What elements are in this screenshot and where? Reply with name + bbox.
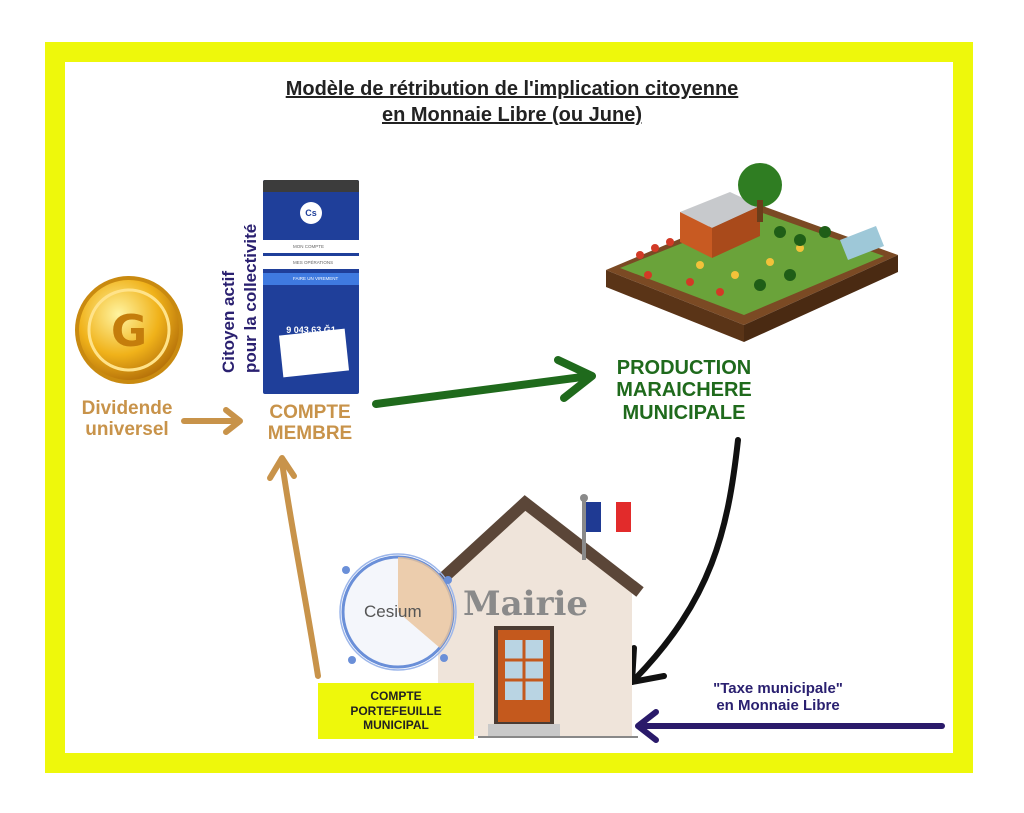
tax-line-1: "Taxe municipale" — [713, 680, 843, 697]
vegetable-garden-icon — [606, 163, 898, 342]
wallet-line-3: MUNICIPAL — [363, 718, 429, 733]
arrow-wallet-to-member — [267, 455, 321, 679]
cesium-logo-icon — [339, 553, 457, 671]
member-account-label: COMPTE MEMBRE — [246, 402, 374, 445]
phone-row-operations: MES OPÉRATIONS — [263, 256, 359, 269]
townhall-house-icon — [423, 495, 644, 738]
citizen-label-line-1: Citoyen actif — [219, 271, 238, 373]
tax-line-2: en Monnaie Libre — [716, 696, 840, 714]
phone-wallet-screenshot: Cs MON COMPTE MES OPÉRATIONS FAIRE UN VI… — [263, 180, 359, 394]
dividend-line-2: universel — [85, 419, 169, 441]
cesium-app-logo: Cs — [300, 202, 322, 224]
citizen-vertical-label: Citoyen actif pour la collectivité — [219, 224, 260, 373]
arrow-member-to-production — [372, 356, 596, 408]
arrow-production-to-mairie — [629, 437, 741, 685]
member-account-line-2: MEMBRE — [267, 423, 353, 445]
wallet-line-1: COMPTE — [370, 689, 422, 704]
french-flag-icon — [580, 494, 631, 560]
production-line-1: PRODUCTION — [616, 357, 752, 379]
phone-card — [278, 328, 350, 378]
member-account-line-1: COMPTE — [269, 402, 351, 423]
phone-balance: 9 043,63 Ğ1 — [286, 325, 336, 335]
production-label: PRODUCTION MARAICHERE MUNICIPALE — [596, 357, 772, 424]
phone-row-account: MON COMPTE — [263, 240, 359, 253]
phone-transfer-button: FAIRE UN VIREMENT — [263, 273, 359, 285]
title-line-2: en Monnaie Libre (ou June) — [381, 104, 642, 126]
arrow-dividend-to-member — [181, 407, 243, 435]
wallet-line-2: PORTEFEUILLE — [350, 703, 442, 718]
cesium-label: Cesium — [364, 602, 422, 621]
arrow-tax-to-mairie — [635, 709, 945, 743]
mairie-label: Mairie — [463, 584, 589, 624]
municipal-wallet-box: COMPTE PORTEFEUILLE MUNICIPAL — [318, 683, 474, 739]
phone-top-bar — [263, 180, 359, 192]
citizen-label-line-2: pour la collectivité — [241, 224, 260, 373]
title-line-1: Modèle de rétribution de l'implication c… — [285, 78, 739, 100]
production-line-3: MUNICIPALE — [622, 401, 746, 424]
tax-label: "Taxe municipale" en Monnaie Libre — [690, 680, 866, 715]
dividend-line-1: Dividende — [81, 398, 173, 419]
production-line-2: MARAICHERE — [616, 379, 752, 402]
g1-coin-icon: G — [75, 276, 183, 384]
dividend-label: Dividende universel — [62, 398, 192, 441]
svg-text:G: G — [111, 306, 147, 357]
